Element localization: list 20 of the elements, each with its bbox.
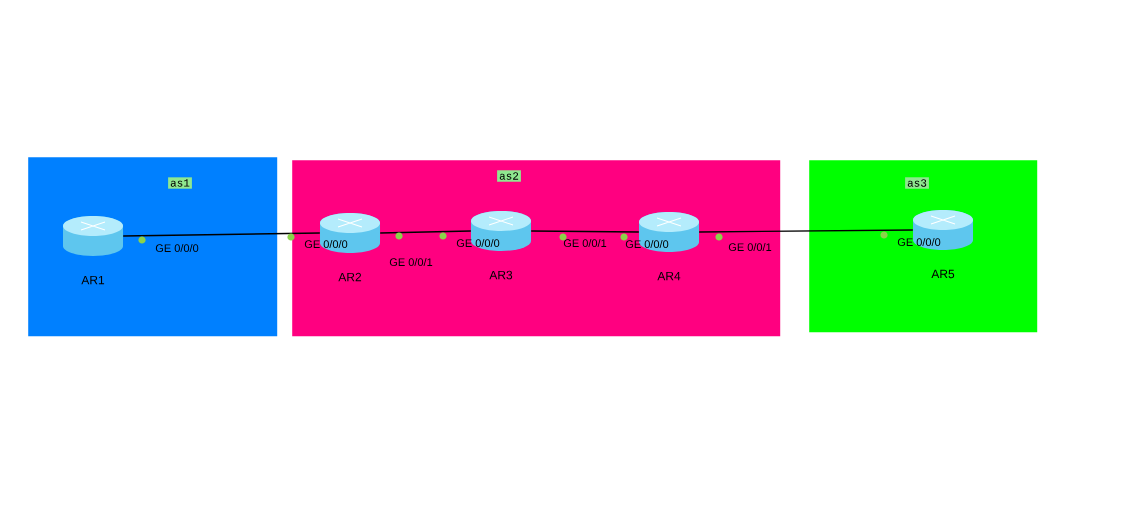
interface-label: GE 0/0/0 — [304, 239, 348, 249]
router-name: AR4 — [657, 271, 681, 281]
link-line — [122, 232, 321, 237]
link-line — [379, 230, 472, 234]
area-label: as2 — [497, 170, 521, 182]
area-label: as3 — [905, 177, 929, 189]
link-line — [530, 230, 640, 233]
router-name: AR2 — [338, 272, 362, 282]
router-name: AR5 — [931, 269, 955, 279]
interface-label: GE 0/0/1 — [728, 242, 772, 252]
interface-label: GE 0/0/0 — [456, 238, 500, 248]
router-name: AR3 — [489, 270, 513, 280]
interface-label: GE 0/0/1 — [563, 238, 607, 248]
interface-label: GE 0/0/0 — [897, 237, 941, 247]
area-label: as1 — [168, 177, 192, 189]
interface-label: GE 0/0/0 — [625, 239, 669, 249]
router-name: AR1 — [81, 275, 105, 285]
interface-label: GE 0/0/0 — [155, 243, 199, 253]
link-line — [698, 229, 914, 233]
interface-label: GE 0/0/1 — [389, 257, 433, 267]
